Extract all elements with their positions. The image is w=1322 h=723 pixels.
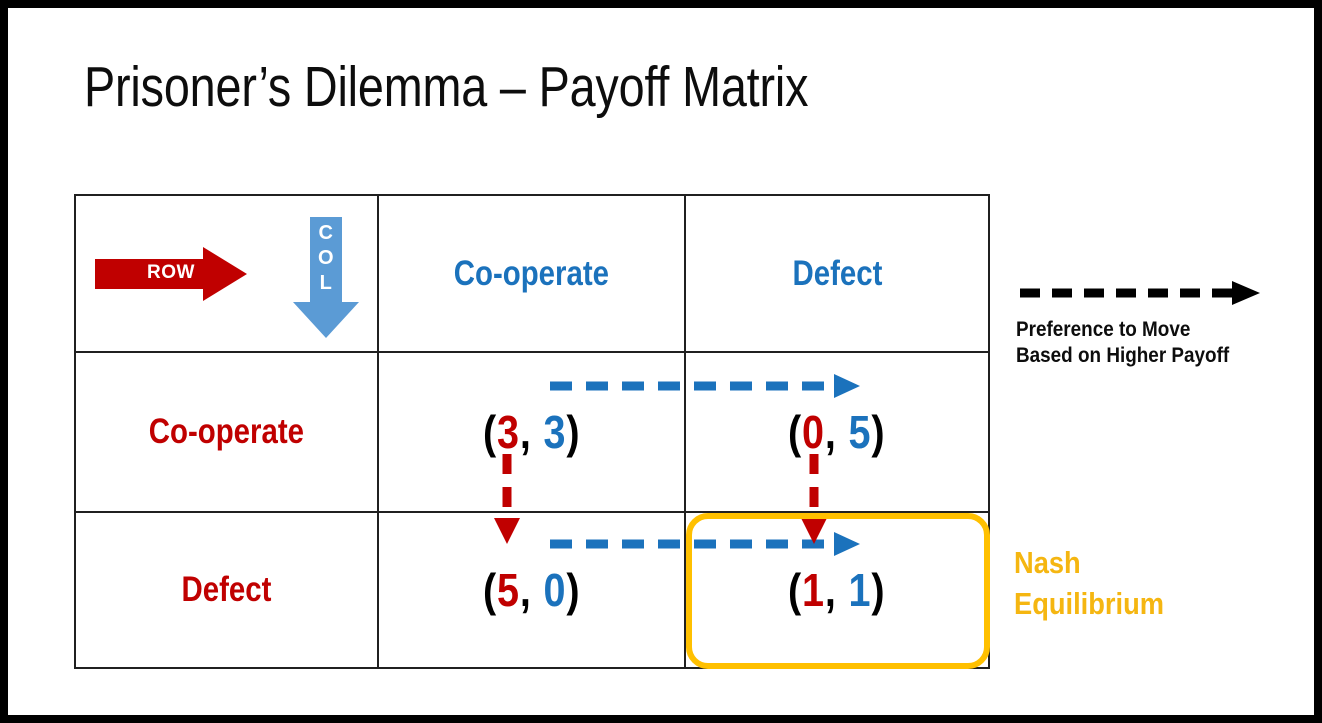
matrix-col-header-cooperate: Co-operate [379,194,686,353]
payoff-value: (0, 5) [788,406,886,458]
slide-canvas: Prisoner’s Dilemma – Payoff Matrix ROW [8,8,1314,715]
matrix-cell-dc: (5, 0) [379,513,686,669]
payoff-value: (1, 1) [788,564,886,616]
payoff-value: (3, 3) [482,406,581,458]
col-best-response-arrow-bottom [548,530,860,563]
row-header-label: Defect [181,570,272,609]
matrix-col-header-defect: Defect [686,194,990,353]
col-best-response-arrow-top [548,372,860,405]
down-arrow-icon [293,217,359,338]
row-player-label: ROW [147,262,195,283]
red-dashed-down-arrow-icon [801,454,827,544]
black-dashed-right-arrow-icon [1020,281,1260,305]
row-best-response-arrow-right [796,452,832,549]
blue-dashed-right-arrow-icon [550,532,860,556]
payoff-value: (5, 0) [482,564,581,616]
page-title: Prisoner’s Dilemma – Payoff Matrix [84,55,809,119]
matrix-cell-cc: (3, 3) [379,353,686,513]
matrix-cell-cd: (0, 5) [686,353,990,513]
col-header-label: Defect [792,253,882,293]
row-player-arrow: ROW [95,247,247,301]
matrix-row-header-cooperate: Co-operate [74,353,379,513]
right-arrow-icon [95,247,247,301]
red-dashed-down-arrow-icon [494,454,520,544]
legend-arrow [1018,280,1260,311]
col-header-label: Co-operate [453,253,610,293]
row-header-label: Co-operate [148,412,305,451]
matrix-row-header-defect: Defect [74,513,379,669]
row-best-response-arrow-left [489,452,525,549]
blue-dashed-right-arrow-icon [550,374,860,398]
